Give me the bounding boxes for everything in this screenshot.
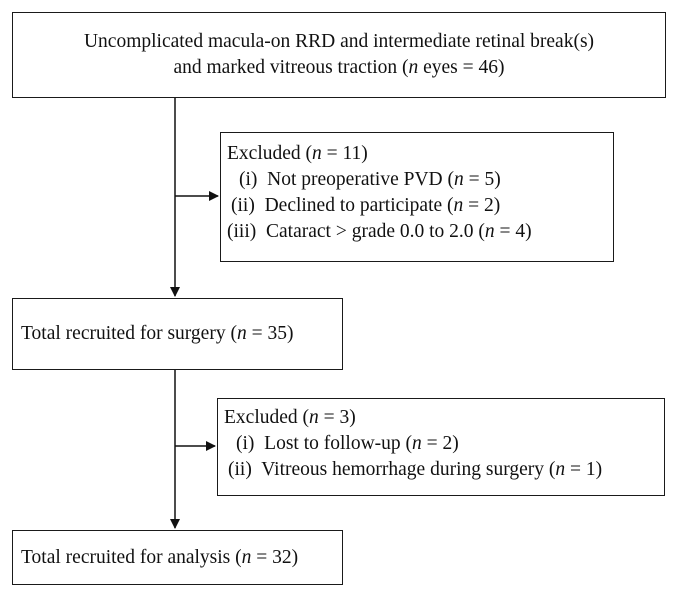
item-marker: (i) — [239, 169, 258, 190]
excluded-2-header: Excluded (n = 3) — [224, 405, 664, 431]
n-symbol: n — [309, 407, 319, 428]
item-text-pre: Declined to participate ( — [264, 195, 454, 216]
item-text-pre: Lost to follow-up ( — [264, 433, 413, 454]
eligible-line-2-post: eyes = 46) — [418, 57, 505, 78]
analysis-text-post: = 32) — [251, 547, 299, 568]
excluded-box-2: Excluded (n = 3) (i) Lost to follow-up (… — [217, 398, 665, 496]
item-marker: (ii) — [228, 459, 252, 480]
excluded-1-item: (i) Not preoperative PVD (n = 5) — [227, 167, 613, 193]
excluded-2-item: (ii) Vitreous hemorrhage during surgery … — [224, 457, 664, 483]
recruited-surgery-box: Total recruited for surgery (n = 35) — [12, 298, 343, 370]
excluded-2-header-post: = 3) — [318, 407, 356, 428]
item-marker: (iii) — [227, 221, 257, 242]
eligible-line-1: Uncomplicated macula-on RRD and intermed… — [83, 31, 595, 52]
surgery-text-post: = 35) — [246, 323, 294, 344]
excluded-1-header-post: = 11) — [321, 143, 368, 164]
excluded-box-1: Excluded (n = 11) (i) Not preoperative P… — [220, 132, 614, 262]
item-text-post: = 4) — [494, 221, 532, 242]
n-symbol: n — [408, 57, 419, 78]
surgery-text-pre: Total recruited for surgery ( — [21, 323, 237, 344]
item-text-pre: Cataract > grade 0.0 to 2.0 ( — [266, 221, 485, 242]
n-symbol: n — [453, 169, 464, 190]
excluded-2-header-pre: Excluded ( — [224, 407, 310, 428]
n-symbol: n — [484, 221, 495, 242]
item-marker: (i) — [236, 433, 255, 454]
n-symbol: n — [312, 143, 322, 164]
analysis-text-pre: Total recruited for analysis ( — [21, 547, 242, 568]
item-text-pre: Vitreous hemorrhage during surgery ( — [261, 459, 556, 480]
eligible-eyes-box: Uncomplicated macula-on RRD and intermed… — [12, 12, 666, 98]
excluded-1-item: (ii) Declined to participate (n = 2) — [227, 193, 613, 219]
n-symbol: n — [453, 195, 464, 216]
recruited-analysis-box: Total recruited for analysis (n = 32) — [12, 530, 343, 585]
eligible-line-2: and marked vitreous traction (n eyes = 4… — [13, 55, 665, 81]
item-text-post: = 5) — [463, 169, 501, 190]
n-symbol: n — [241, 547, 252, 568]
excluded-1-item: (iii) Cataract > grade 0.0 to 2.0 (n = 4… — [227, 219, 613, 245]
excluded-1-header-pre: Excluded ( — [227, 143, 313, 164]
item-text-pre: Not preoperative PVD ( — [267, 169, 454, 190]
eligible-line-2-pre: and marked vitreous traction ( — [173, 57, 409, 78]
item-text-post: = 2) — [463, 195, 501, 216]
n-symbol: n — [236, 323, 247, 344]
item-marker: (ii) — [231, 195, 255, 216]
n-symbol: n — [412, 433, 422, 454]
item-text-post: = 1) — [565, 459, 603, 480]
item-text-post: = 2) — [421, 433, 459, 454]
excluded-2-item: (i) Lost to follow-up (n = 2) — [224, 431, 664, 457]
excluded-1-header: Excluded (n = 11) — [227, 141, 613, 167]
n-symbol: n — [555, 459, 566, 480]
